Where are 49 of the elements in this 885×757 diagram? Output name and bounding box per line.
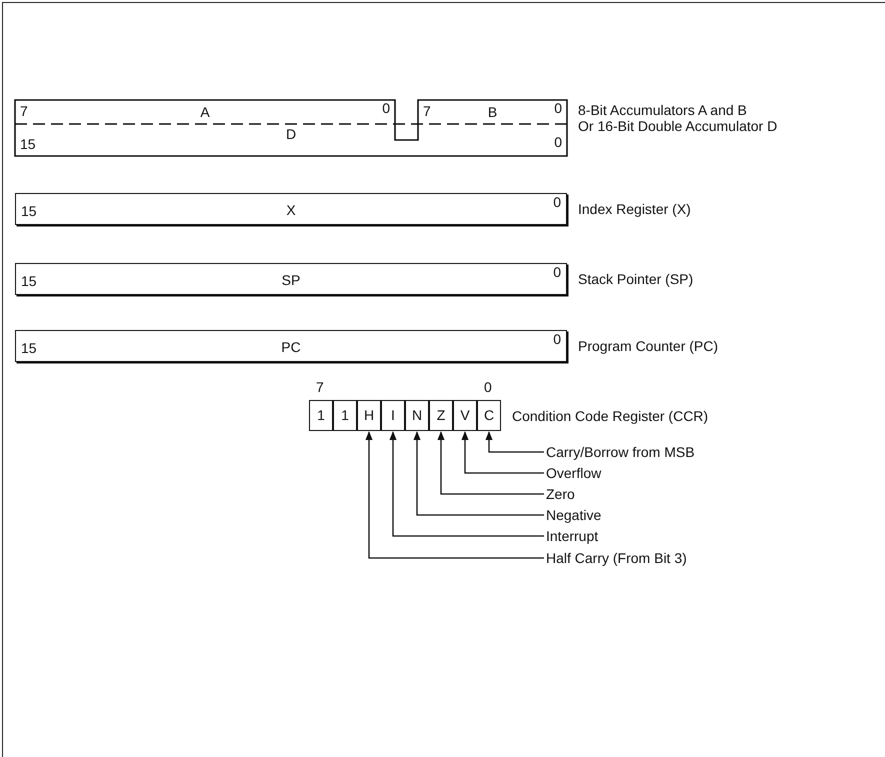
- flag-description: Overflow: [546, 465, 602, 481]
- flag-bit-cell: Z: [429, 400, 453, 431]
- bit-number: 0: [554, 100, 562, 116]
- register-name: D: [286, 126, 296, 142]
- bit-number: 0: [554, 134, 562, 150]
- bit-number: 15: [21, 340, 37, 356]
- flag-bit-cell: C: [477, 400, 501, 431]
- register-name: X: [286, 202, 296, 218]
- register-name: A: [200, 104, 210, 120]
- bit-number: 0: [553, 194, 561, 210]
- register-box: [15, 330, 567, 362]
- bit-number: 7: [316, 379, 324, 395]
- register-caption: Index Register (X): [578, 201, 691, 217]
- register-name: SP: [282, 272, 300, 288]
- bit-number: 7: [20, 103, 28, 119]
- bit-number: 0: [553, 264, 561, 280]
- bit-number: 15: [20, 136, 36, 152]
- register-caption: Or 16-Bit Double Accumulator D: [578, 118, 778, 134]
- leader-line: [389, 431, 544, 537]
- leader-line: [461, 431, 544, 474]
- flag-description: Interrupt: [546, 528, 598, 544]
- flag-description: Zero: [546, 486, 575, 502]
- register-box: [15, 263, 567, 295]
- register-name: PC: [281, 339, 301, 355]
- register-name: B: [488, 104, 498, 120]
- bit-number: 15: [21, 273, 37, 289]
- bit-number: 0: [553, 331, 561, 347]
- register-box: [15, 193, 567, 225]
- register-caption: Condition Code Register (CCR): [512, 408, 708, 424]
- register-caption: 8-Bit Accumulators A and B: [578, 102, 747, 118]
- bit-number: 0: [382, 100, 390, 116]
- flag-bit-cell: 1: [309, 400, 333, 431]
- flag-bit-cell: V: [453, 400, 477, 431]
- register-caption: Program Counter (PC): [578, 338, 718, 354]
- bit-number: 7: [423, 103, 431, 119]
- flag-bit-cell: 1: [333, 400, 357, 431]
- bit-number: 0: [484, 379, 492, 395]
- flag-bit-cell: N: [405, 400, 429, 431]
- leader-line: [485, 431, 544, 453]
- flag-description: Carry/Borrow from MSB: [546, 444, 695, 460]
- leader-line: [365, 431, 544, 559]
- bit-number: 15: [21, 203, 37, 219]
- flag-bit-cell: H: [357, 400, 381, 431]
- leader-line: [413, 431, 544, 516]
- register-caption: Stack Pointer (SP): [578, 271, 694, 287]
- flag-description: Negative: [546, 507, 602, 523]
- flag-bit-cell: I: [381, 400, 405, 431]
- leader-line: [437, 431, 544, 495]
- flag-description: Half Carry (From Bit 3): [546, 550, 687, 566]
